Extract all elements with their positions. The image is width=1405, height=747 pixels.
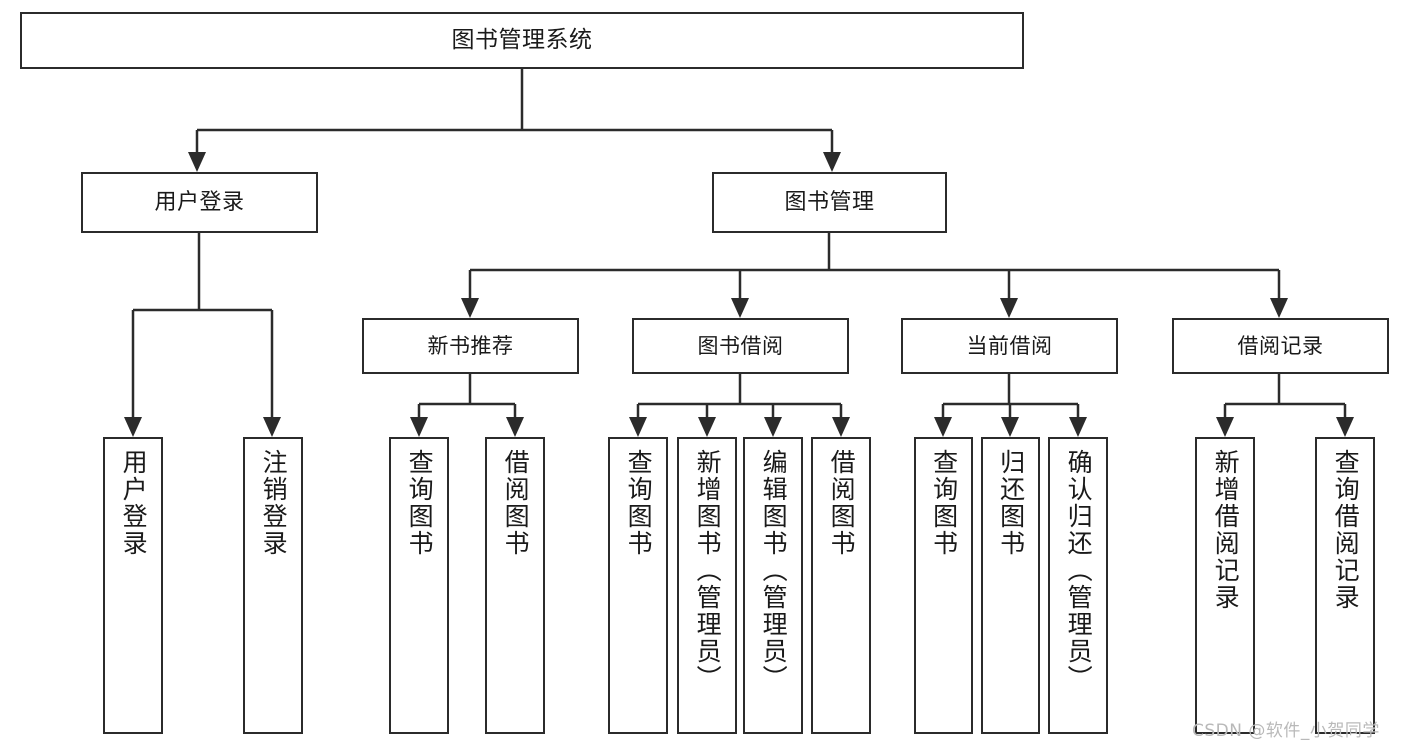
node-leaf-add-record[interactable]: 新增借阅记录 — [1195, 437, 1255, 734]
node-current-borrow[interactable]: 当前借阅 — [901, 318, 1118, 374]
node-leaf-borrow-book-1[interactable]: 借阅图书 — [485, 437, 545, 734]
node-label: 查询图书 — [929, 449, 959, 557]
node-leaf-query-book-3[interactable]: 查询图书 — [914, 437, 973, 734]
connector-line — [195, 69, 834, 164]
node-label: 图书管理系统 — [451, 27, 593, 54]
node-leaf-query-record[interactable]: 查询借阅记录 — [1315, 437, 1375, 734]
node-label: 新增图书（管理员） — [693, 449, 723, 692]
arrowhead-icon — [188, 152, 206, 172]
node-book-manage[interactable]: 图书管理 — [712, 172, 947, 233]
node-leaf-query-book-2[interactable]: 查询图书 — [608, 437, 668, 734]
node-borrow-record[interactable]: 借阅记录 — [1172, 318, 1389, 374]
node-leaf-return-book[interactable]: 归还图书 — [981, 437, 1040, 734]
connector-line — [1223, 374, 1347, 429]
node-leaf-add-book[interactable]: 新增图书（管理员） — [677, 437, 737, 734]
arrowhead-icon — [698, 417, 716, 437]
node-label: 当前借阅 — [966, 333, 1053, 358]
arrowhead-icon — [1069, 417, 1087, 437]
node-book-borrow[interactable]: 图书借阅 — [632, 318, 849, 374]
arrowhead-group — [124, 152, 1354, 437]
node-label: 查询图书 — [405, 449, 435, 557]
arrowhead-icon — [263, 417, 281, 437]
arrowhead-icon — [124, 417, 142, 437]
node-label: 借阅图书 — [827, 449, 857, 557]
node-label: 确认归还（管理员） — [1064, 449, 1094, 692]
node-label: 图书借阅 — [697, 333, 784, 358]
arrowhead-icon — [1216, 417, 1234, 437]
arrowhead-icon — [934, 417, 952, 437]
node-label: 新书推荐 — [427, 333, 514, 358]
node-leaf-user-login[interactable]: 用户登录 — [103, 437, 163, 734]
arrowhead-icon — [832, 417, 850, 437]
node-label: 新增借阅记录 — [1211, 449, 1241, 611]
connector-line — [468, 233, 1281, 310]
arrowhead-icon — [410, 417, 428, 437]
node-leaf-edit-book[interactable]: 编辑图书（管理员） — [743, 437, 803, 734]
node-leaf-borrow-book-2[interactable]: 借阅图书 — [811, 437, 871, 734]
node-leaf-logout[interactable]: 注销登录 — [243, 437, 303, 734]
node-label: 借阅记录 — [1237, 333, 1324, 358]
connector-line — [636, 374, 843, 429]
arrowhead-icon — [823, 152, 841, 172]
arrowhead-icon — [629, 417, 647, 437]
node-label: 图书管理 — [784, 189, 875, 215]
node-label: 查询图书 — [624, 449, 654, 557]
node-label: 用户登录 — [154, 189, 245, 215]
node-leaf-query-book-1[interactable]: 查询图书 — [389, 437, 449, 734]
arrowhead-icon — [461, 298, 479, 318]
connector-line — [417, 374, 517, 429]
arrowhead-icon — [731, 298, 749, 318]
arrowhead-icon — [1336, 417, 1354, 437]
node-label: 用户登录 — [119, 449, 149, 557]
arrowhead-icon — [1001, 417, 1019, 437]
node-label: 查询借阅记录 — [1331, 449, 1361, 611]
node-label: 注销登录 — [259, 449, 289, 557]
arrowhead-icon — [1000, 298, 1018, 318]
node-label: 归还图书 — [996, 449, 1026, 557]
node-leaf-confirm-return[interactable]: 确认归还（管理员） — [1048, 437, 1108, 734]
connector-line — [941, 374, 1080, 429]
node-label: 借阅图书 — [501, 449, 531, 557]
node-root[interactable]: 图书管理系统 — [20, 12, 1024, 69]
connector-line — [131, 233, 274, 429]
node-label: 编辑图书（管理员） — [759, 449, 789, 692]
edge-paths — [131, 69, 1347, 429]
arrowhead-icon — [1270, 298, 1288, 318]
node-new-book-rec[interactable]: 新书推荐 — [362, 318, 579, 374]
watermark-text: CSDN @软件_小贺同学 — [1192, 721, 1380, 741]
arrowhead-icon — [506, 417, 524, 437]
node-user-login[interactable]: 用户登录 — [81, 172, 318, 233]
arrowhead-icon — [764, 417, 782, 437]
